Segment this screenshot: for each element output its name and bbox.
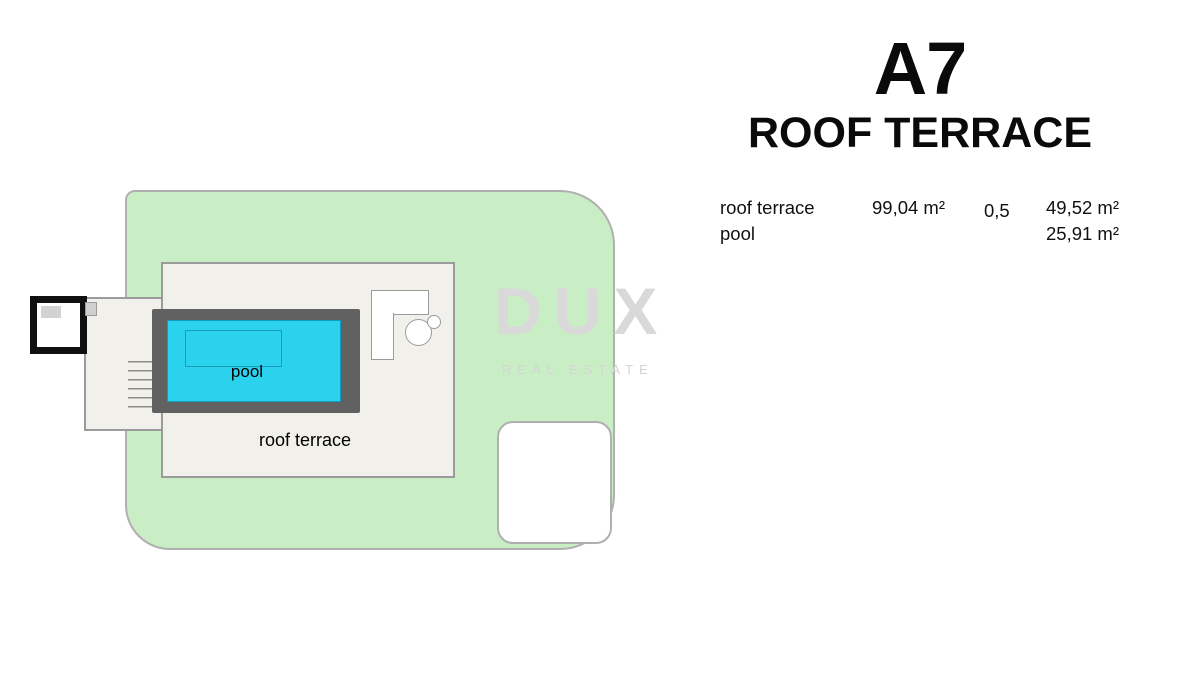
shaft-door	[41, 306, 61, 318]
small-chair-symbol	[427, 315, 441, 329]
area-row-weighted: 25,91 m²	[1046, 223, 1120, 244]
page-title: ROOF TERRACE	[748, 109, 1092, 157]
area-table: roof terrace 99,04 m² 0,5 49,52 m² pool …	[720, 195, 1156, 247]
pool-shallow-marking	[185, 330, 282, 367]
skylight-cutout	[497, 421, 612, 544]
area-row-weighted: 49,52 m²	[1046, 197, 1120, 218]
area-row-factor: 0,5	[984, 200, 1010, 221]
area-row-label: pool	[720, 223, 755, 244]
watermark: DUX REAL ESTATE	[494, 278, 814, 377]
pool-deck	[152, 309, 360, 413]
header: A7 ROOF TERRACE	[670, 32, 1170, 157]
sofa-symbol	[371, 290, 429, 315]
area-row-factor	[984, 221, 1046, 247]
sofa-symbol-side	[371, 313, 394, 360]
shaft-entry	[85, 302, 97, 316]
pool-label: pool	[230, 362, 264, 381]
area-row-area	[872, 221, 984, 247]
pool-water	[167, 320, 341, 402]
brand-tagline: REAL ESTATE	[502, 362, 654, 377]
pool-ladder-steps	[128, 361, 154, 408]
area-row-label: roof terrace	[720, 197, 815, 218]
unit-title: A7	[873, 27, 968, 110]
stair-shaft	[30, 296, 87, 354]
brand-watermark: DUX	[494, 274, 670, 348]
round-table-symbol	[405, 319, 432, 346]
area-row-area: 99,04 m²	[872, 197, 946, 218]
terrace-label: roof terrace	[258, 430, 352, 450]
